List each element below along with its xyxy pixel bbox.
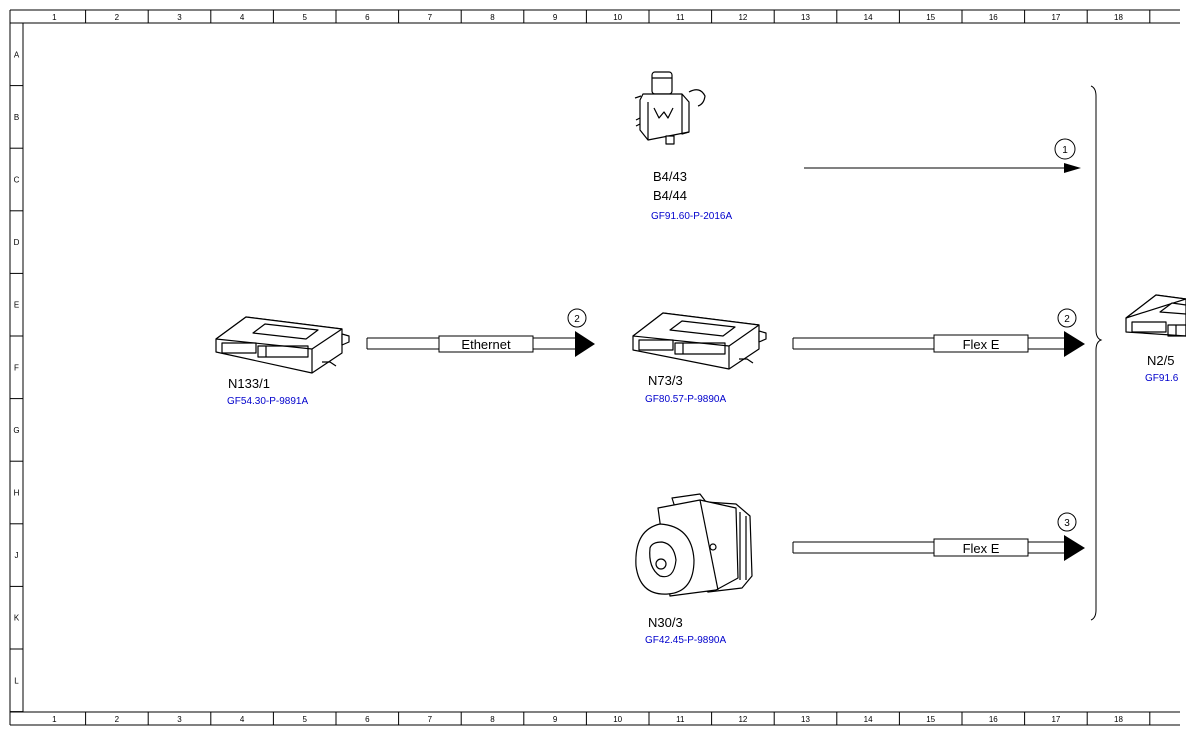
n73-3-label: N73/3 [648,373,683,388]
column-label: 9 [553,13,558,22]
ethernet-marker-circle [567,308,587,328]
n133-1-ref-link[interactable]: GF54.30-P-9891A [227,396,308,407]
n73-3-control-unit-icon[interactable] [632,312,767,370]
row-ticks [10,85,23,713]
n2-5-ref-link[interactable]: GF91.6 [1145,373,1179,384]
column-label: 3 [177,715,182,724]
b4-44-label: B4/44 [653,188,687,203]
column-label: 12 [738,715,747,724]
column-label: 2 [115,715,120,724]
n73-flex-e-marker: 2 [1064,314,1070,325]
column-label: 17 [1051,13,1060,22]
column-label: 4 [240,13,245,22]
b4-43-label: B4/43 [653,169,687,184]
column-label: 1 [52,13,57,22]
column-label: 7 [428,13,433,22]
column-label: 16 [989,715,998,724]
column-label: 10 [613,13,622,22]
n30-flex-e-arrow-head [1064,535,1085,561]
column-label: 10 [613,715,622,724]
column-label: 1 [52,715,57,724]
row-label: J [15,551,19,560]
column-ticks-top [85,10,1151,23]
column-label: 16 [989,13,998,22]
column-label: 18 [1114,715,1123,724]
n73-flex-e-arrow-head [1064,331,1085,357]
n30-3-esp-unit-icon[interactable] [635,493,753,597]
n2-5-label: N2/5 [1147,353,1174,368]
column-label: 6 [365,715,370,724]
n73-3-ref-link[interactable]: GF80.57-P-9890A [645,394,726,405]
row-label: K [14,614,20,623]
n30-flex-e-label: Flex E [963,541,1000,556]
column-label: 12 [738,13,747,22]
b4-43-sensor-icon[interactable] [634,71,706,145]
ethernet-marker: 2 [574,314,580,325]
column-label: 15 [926,715,935,724]
column-label: 8 [490,13,495,22]
row-label: G [13,426,19,435]
column-label: 7 [428,715,433,724]
column-label: 13 [801,13,810,22]
n73-flex-e-label: Flex E [963,337,1000,352]
n30-3-ref-link[interactable]: GF42.45-P-9890A [645,635,726,646]
row-label: F [14,363,19,372]
column-label: 6 [365,13,370,22]
n30-flex-e-marker: 3 [1064,518,1070,529]
column-label: 14 [864,13,873,22]
row-label: C [14,176,20,185]
column-label: 3 [177,13,182,22]
column-label: 5 [302,715,307,724]
n133-1-control-unit-icon[interactable] [215,316,350,374]
input-group-bracket [1090,85,1103,621]
column-label: 8 [490,715,495,724]
row-label: L [14,676,19,685]
column-label: 15 [926,13,935,22]
row-labels: A B C D E F G H J K L [13,50,19,685]
n2-5-control-unit-icon[interactable] [1125,294,1186,337]
ethernet-label-box [438,335,534,353]
b4-signal-marker: 1 [1062,145,1068,156]
n73-flex-e-marker-circle [1057,308,1077,328]
column-label: 11 [676,715,685,724]
row-label: B [14,113,19,122]
n30-flex-e-marker-circle [1057,512,1077,532]
n73-flex-e-label-box [933,334,1029,353]
row-label: D [14,238,20,247]
column-label: 11 [676,13,685,22]
row-label: A [14,50,20,59]
column-label: 5 [302,13,307,22]
column-label: 2 [115,13,120,22]
row-label: H [14,489,20,498]
column-label: 18 [1114,13,1123,22]
b4-43-ref-link[interactable]: GF91.60-P-2016A [651,211,732,222]
n30-flex-e-label-box [933,538,1029,557]
sheet-frame [9,9,1180,726]
ethernet-label: Ethernet [461,337,511,352]
column-label: 13 [801,715,810,724]
column-label: 4 [240,715,245,724]
ethernet-arrow-head [575,331,595,357]
n30-3-label: N30/3 [648,615,683,630]
column-label: 9 [553,715,558,724]
row-label: E [14,301,19,310]
b4-signal-arrow-head [1064,163,1081,173]
b4-signal-marker-circle [1054,138,1076,160]
column-label: 14 [864,715,873,724]
column-label: 17 [1051,715,1060,724]
n133-1-label: N133/1 [228,376,270,391]
column-ticks-bottom [85,712,1151,725]
